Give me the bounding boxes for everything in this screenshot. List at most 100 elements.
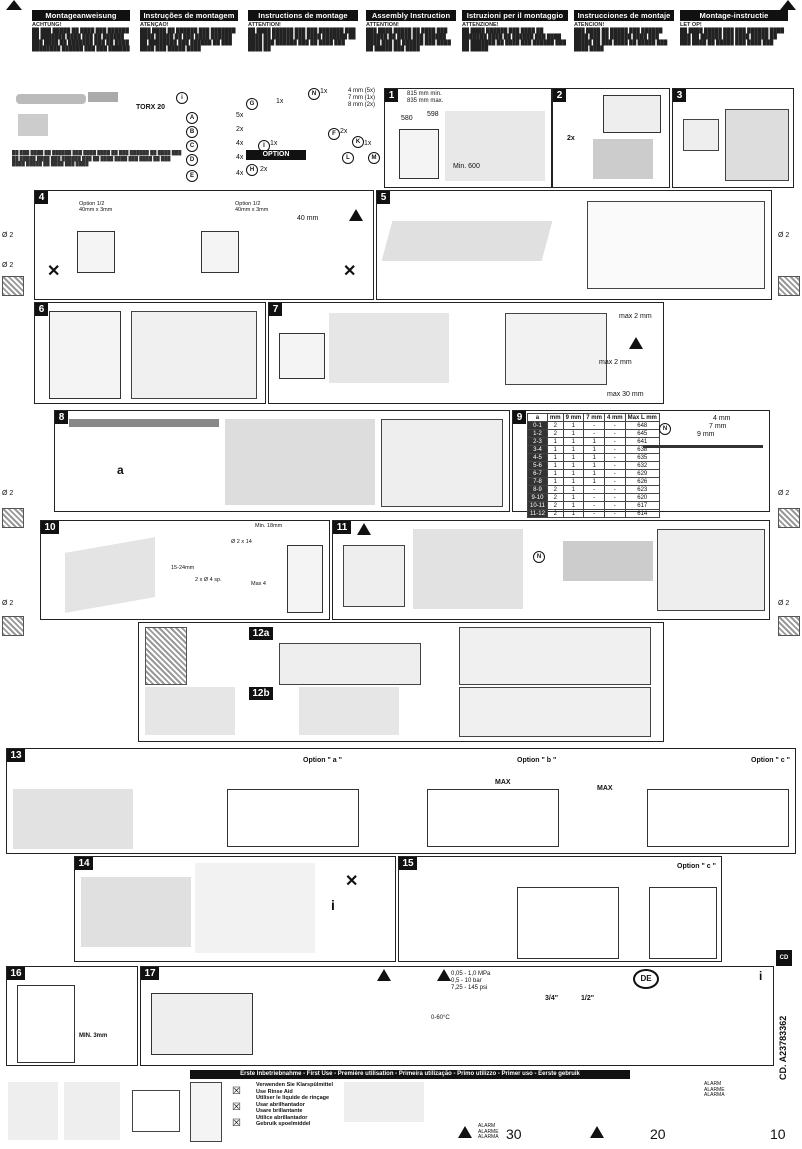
alarm-text: ALARMA — [704, 1092, 725, 1098]
part-c-qty: 4x — [236, 140, 244, 147]
part-d-qty: 4x — [236, 154, 244, 161]
floor-hatch — [778, 616, 800, 636]
rinse-de: Verwenden Sie Klarspülmittel — [256, 1082, 334, 1088]
cross-icon: ✕ — [47, 263, 61, 280]
cell-value: 2 — [546, 429, 564, 438]
salt-icon — [64, 1082, 120, 1140]
cell-range: 3-4 — [527, 445, 548, 454]
de-badge: DE — [633, 969, 659, 989]
up-arrow-icon — [780, 0, 796, 10]
cell-value: 1 — [562, 469, 585, 478]
cell-range: 9-10 — [527, 493, 548, 502]
size-12: 1/2" — [581, 995, 595, 1002]
cell-value: 614 — [624, 509, 660, 518]
parts-panel: TORX 20 i A 5x B 2x C 4x D 4x E 4x G 1x … — [8, 84, 380, 188]
door-front — [287, 545, 323, 613]
option-2-label: Option 1/2 40mm x 3mm — [235, 201, 269, 213]
min-600: Min. 600 — [453, 163, 480, 170]
dishwasher-shape — [399, 129, 439, 179]
alarm-text: ALARM — [704, 1081, 722, 1087]
text-column-fr: ATTENTION!██ ████ ██████ ███ ███ ███████… — [248, 22, 356, 52]
door-side — [17, 985, 75, 1063]
step-11-panel: 11 N — [332, 520, 770, 620]
cross-icon: ☒ — [232, 1118, 241, 1129]
hand-icon — [593, 139, 653, 179]
th-7mm: 7 mm — [583, 413, 605, 422]
cell-value: 1 — [562, 485, 585, 494]
part-h-qty: 2x — [260, 166, 268, 173]
floor-hatch — [778, 276, 800, 296]
dim-7mm: 7 mm (1x) — [348, 95, 375, 101]
step-2-panel: 2 2x — [552, 88, 670, 188]
step-number: 2 — [553, 89, 566, 102]
wall-hatch — [145, 627, 187, 685]
pressure-mpa: 0,05 - 1,0 MPa — [451, 971, 491, 977]
cell-value: 1 — [583, 461, 605, 470]
cabinet-shape — [445, 111, 545, 181]
dishwasher-open — [49, 311, 121, 399]
step-number: 5 — [377, 191, 390, 204]
part-d-label: D — [186, 154, 198, 166]
part-n-qty: 1x — [320, 88, 328, 95]
door-front — [227, 789, 359, 847]
text-column-nl: LET OP!██ ████ █████ ███ ███ ██████ ████… — [680, 22, 784, 46]
install-detail — [587, 201, 765, 289]
cell-value: 1 — [546, 453, 564, 462]
step-number: 7 — [269, 303, 282, 316]
step-number: 17 — [141, 967, 159, 980]
cell-range: 0-1 — [527, 421, 548, 430]
part-g-label: G — [246, 98, 258, 110]
step-1-dims: 815 mm min.835 mm max. — [407, 91, 443, 105]
cell-value: 2 — [546, 421, 564, 430]
button-press-icon — [132, 1090, 180, 1132]
dim-max: 835 mm max. — [407, 98, 444, 104]
cell-value: 623 — [624, 485, 660, 494]
cabinet-shape — [413, 529, 523, 609]
cell-value: 1 — [583, 437, 605, 446]
cell-value: - — [583, 501, 605, 510]
cell-value: 2 — [546, 493, 564, 502]
install-photo — [225, 419, 375, 505]
cell-value: - — [603, 509, 626, 518]
screwdriver-icon — [16, 94, 86, 104]
open-door-icon — [8, 1082, 58, 1140]
cabinet-shape — [329, 313, 449, 383]
door-panel — [65, 537, 155, 613]
step-number: 10 — [41, 521, 59, 534]
cell-range: 4-5 — [527, 453, 548, 462]
cell-range: 8-9 — [527, 485, 548, 494]
cell-value: - — [603, 429, 626, 438]
cell-value: - — [603, 453, 626, 462]
step-7-panel: 7 max 2 mm max 2 mm max 30 mm — [268, 302, 664, 404]
cell-value: 635 — [624, 453, 660, 462]
cell-value: 1 — [562, 453, 585, 462]
part-a-label: A — [186, 112, 198, 124]
cell-range: 7-8 — [527, 477, 548, 486]
rinse-fr: Utiliser le liquide de rinçage — [256, 1095, 330, 1101]
dishwasher-shape — [151, 993, 253, 1055]
label-a: a — [117, 463, 124, 477]
header-es: Instrucciones de montaje — [574, 10, 674, 21]
step-6-panel: 6 — [34, 302, 266, 404]
warning-icon — [629, 337, 643, 349]
dim-15-24: 15-24mm — [171, 565, 195, 571]
door-front — [517, 887, 619, 959]
th-a: a — [527, 413, 548, 422]
part-c-label: C — [186, 140, 198, 152]
cell-value: 1 — [562, 445, 585, 454]
part-f-qty: 2x — [340, 128, 348, 135]
floor-hatch — [2, 276, 24, 296]
cell-value: 1 — [562, 509, 585, 518]
max-2mm-b: max 2 mm — [599, 359, 632, 366]
part-k-label: K — [352, 136, 364, 148]
cabinet-front — [505, 313, 607, 385]
label-n: N — [659, 423, 671, 435]
step-number: 9 — [513, 411, 526, 424]
floor-hatch — [2, 616, 24, 636]
option-c-label: Option " c " — [677, 863, 716, 870]
step-number: 13 — [7, 749, 25, 762]
step-12-panel: 12a 12b — [138, 622, 664, 742]
rail-line — [643, 445, 763, 448]
